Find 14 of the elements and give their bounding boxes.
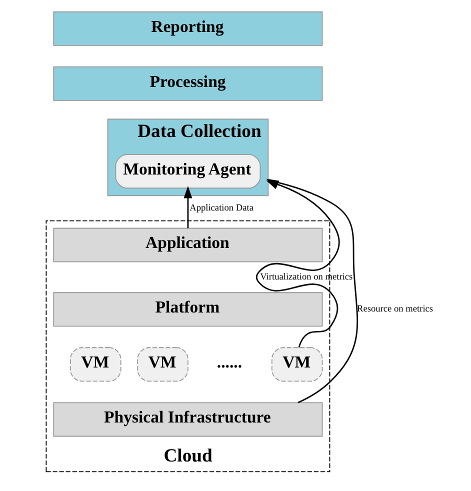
node-box: Processing xyxy=(52,66,322,101)
node-box: Physical Infrastructure xyxy=(52,402,322,437)
node-box: Application xyxy=(52,228,322,262)
edge-label: Virtualization on metrics xyxy=(260,272,352,283)
node-box: Monitoring Agent xyxy=(114,154,260,189)
node-box: Platform xyxy=(52,292,322,327)
node-box: Reporting xyxy=(52,11,322,46)
node-box: VM xyxy=(69,347,121,382)
node-box: VM xyxy=(136,347,188,382)
label: ...... xyxy=(216,352,242,372)
node-box: VM xyxy=(270,347,322,382)
edge-label: Resource on metrics xyxy=(356,304,433,315)
edge-label: Application Data xyxy=(189,204,253,214)
arrow xyxy=(183,186,192,228)
